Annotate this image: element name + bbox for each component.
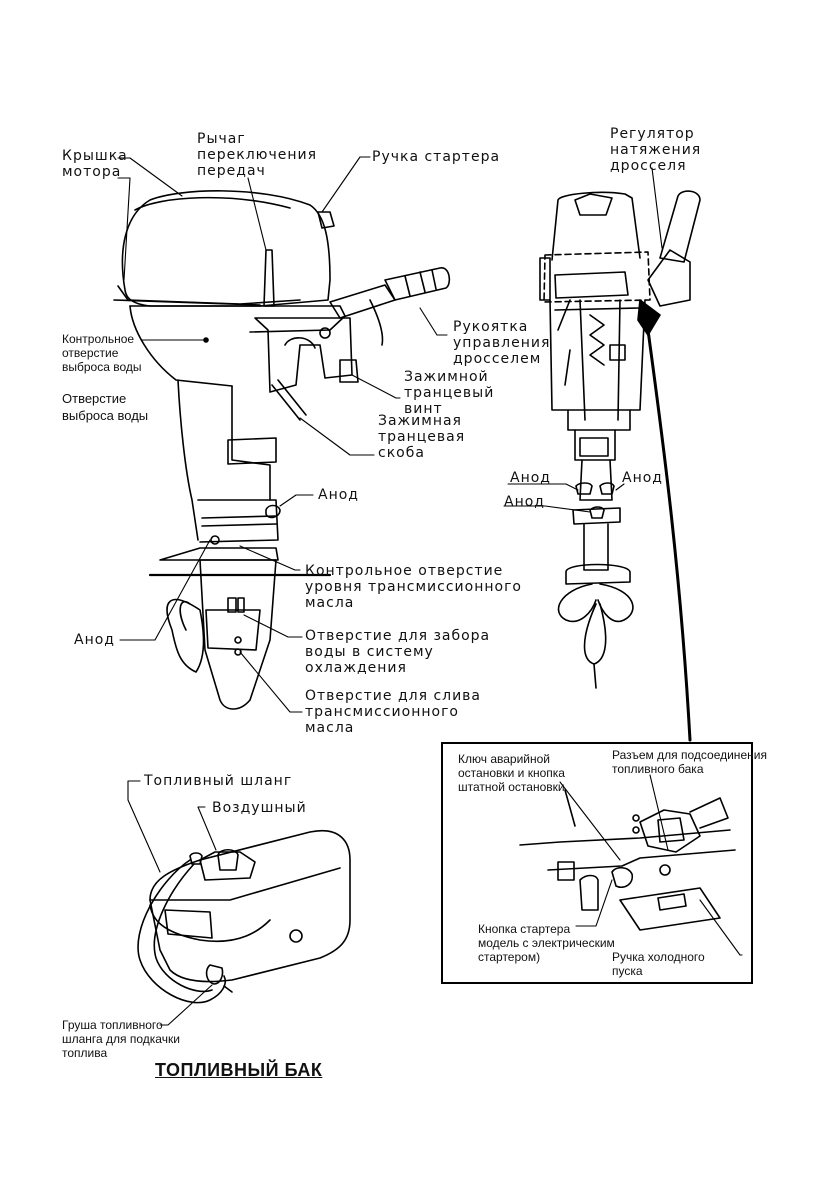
- label-anode-upper: Анод: [318, 487, 359, 503]
- label-anode-left: Анод: [510, 470, 551, 486]
- fuel-hose: [137, 859, 226, 1004]
- throttle-tiller: [329, 284, 396, 319]
- label-anode-lower: Анод: [74, 632, 115, 648]
- label-throttle-tension: Регулятор натяжения дросселя: [610, 126, 702, 174]
- starter-handle: [317, 211, 335, 229]
- label-engine-cover: Крышка мотора: [62, 148, 128, 180]
- inset-frame: [441, 742, 753, 984]
- inset-drawing: [519, 774, 743, 956]
- label-stop-switch: Ключ аварийной остановки и кнопка штатно…: [458, 752, 565, 794]
- rear-propeller: [557, 583, 597, 623]
- label-primer-bulb: Груша топливного шланга для подкачки топ…: [62, 1018, 180, 1060]
- label-choke: Ручка холодного пуска: [612, 950, 705, 978]
- gear-lever: [263, 249, 275, 307]
- anode-upper: [265, 504, 281, 519]
- label-water-check: Контрольное отверстие выброса воды: [62, 332, 142, 374]
- label-air-vent: Воздушный: [212, 800, 307, 816]
- rear-motor-drawing: [503, 167, 701, 742]
- label-gear-lever: Рычаг переключения передач: [197, 131, 318, 179]
- label-fuel-hose: Топливный шланг: [144, 773, 293, 789]
- label-throttle-grip: Рукоятка управления дросселем: [453, 319, 551, 367]
- propeller: [166, 598, 205, 673]
- label-starter-handle: Ручка стартера: [372, 149, 501, 165]
- label-water-outlet: Отверстие выброса воды: [62, 391, 149, 423]
- fuel-tank-drawing: [127, 780, 351, 1026]
- throttle-grip-raised: [659, 190, 701, 263]
- label-gear-oil-check: Контрольное отверстие уровня трансмиссио…: [305, 563, 522, 611]
- label-starter-button: Кнопка стартера модель с электрическим с…: [478, 922, 615, 964]
- label-transom-screw: Зажимной транцевый винт: [404, 369, 495, 417]
- throttle-grip: [384, 267, 451, 301]
- fuel-tank-title: ТОПЛИВНЫЙ БАК: [155, 1060, 323, 1080]
- label-anode-left-2: Анод: [504, 494, 545, 510]
- engine-cover: [121, 190, 331, 307]
- fuel-tank-body: [149, 829, 351, 983]
- gear-case: [199, 559, 277, 710]
- label-cooling-intake: Отверстие для забора воды в систему охла…: [305, 628, 491, 676]
- label-fuel-connector: Разъем для подсоединения топливного бака: [612, 748, 767, 776]
- stop-switch: [611, 866, 634, 889]
- label-gear-oil-drain: Отверстие для слива трансмиссионного мас…: [305, 688, 482, 736]
- primer-bulb: [205, 964, 224, 985]
- transom-clamp: [254, 317, 353, 393]
- main-motor-drawing: [113, 156, 451, 713]
- label-anode-right: Анод: [622, 470, 663, 486]
- label-transom-bracket: Зажимная транцевая скоба: [378, 413, 466, 461]
